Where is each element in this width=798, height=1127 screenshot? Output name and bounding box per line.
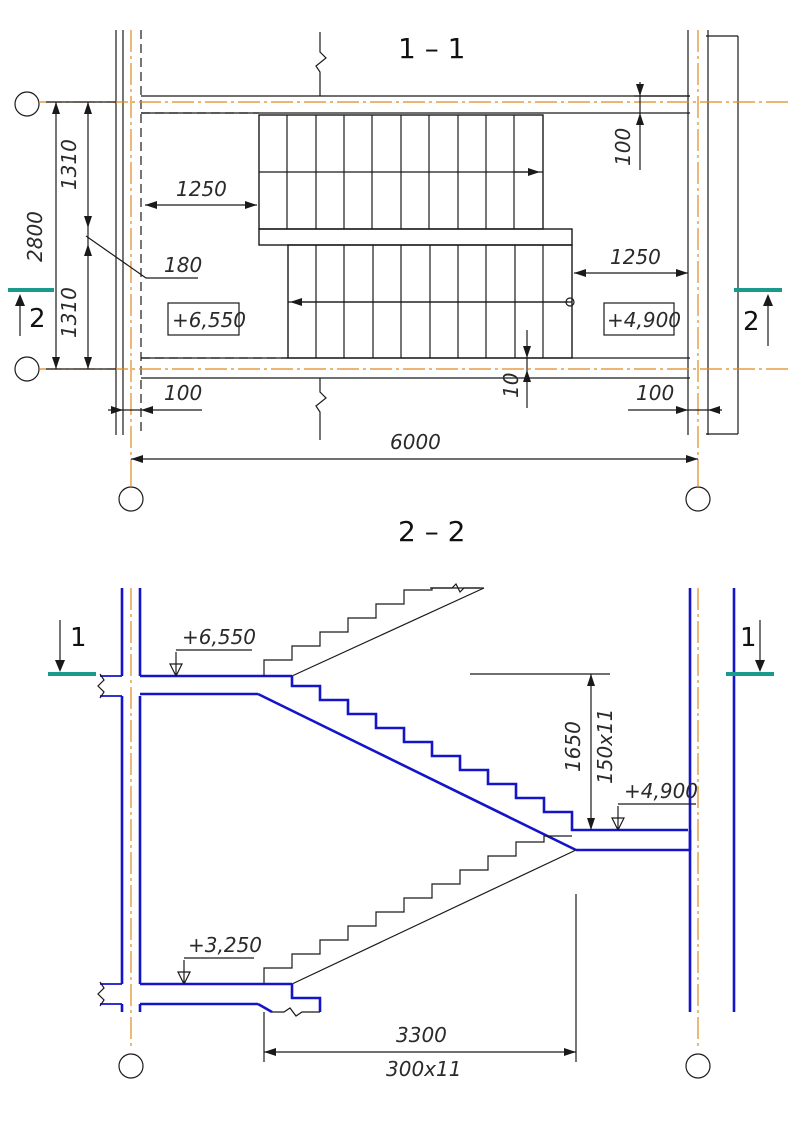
plan-axis-bubble-right bbox=[685, 486, 711, 512]
section-upper-slab bbox=[140, 674, 577, 852]
plan-right-wall bbox=[687, 30, 739, 480]
plan-dim-edge-right: 100 bbox=[636, 381, 674, 405]
svg-text:1: 1 bbox=[740, 623, 757, 653]
section-lower-slab bbox=[140, 982, 322, 1017]
section-dim-rise: 1650 bbox=[561, 721, 585, 772]
section-view: 2 – 2 bbox=[48, 515, 774, 1081]
section-axis-bubble-right bbox=[685, 1053, 711, 1079]
plan-title: 1 – 1 bbox=[398, 32, 465, 65]
plan-axis-bubble-top-left bbox=[14, 91, 40, 117]
section-dim-run-steps: 300x11 bbox=[386, 1057, 461, 1081]
section-mark-left: 1 bbox=[48, 620, 96, 676]
section-dim-run: 3300 bbox=[396, 1023, 447, 1047]
plan-level-left-box bbox=[167, 302, 240, 336]
section-level-mid: +4,900 bbox=[611, 779, 698, 831]
plan-axis-bubble-bottom-left bbox=[14, 356, 40, 382]
section-title: 2 – 2 bbox=[398, 515, 465, 548]
plan-level-right: +4,900 bbox=[607, 308, 681, 332]
plan-level-left: +6,550 bbox=[172, 308, 246, 332]
plan-dim-lower-flight: 1310 bbox=[57, 287, 81, 338]
plan-lower-flight bbox=[287, 244, 575, 359]
section-right-wall bbox=[688, 588, 736, 1050]
svg-text:1: 1 bbox=[70, 623, 87, 653]
plan-dim-wall-gap: 180 bbox=[164, 253, 202, 277]
plan-dim-height: 2800 bbox=[23, 211, 47, 262]
plan-view: 1 – 1 bbox=[8, 30, 790, 512]
section-left-wall bbox=[97, 588, 142, 1050]
plan-upper-flight bbox=[258, 114, 544, 230]
section-upper-flight-beyond bbox=[263, 587, 480, 676]
section-lower-flight-beyond bbox=[263, 835, 572, 984]
section-mid-landing bbox=[576, 830, 692, 852]
plan-dim-upper-flight: 1310 bbox=[57, 139, 81, 190]
plan-dim-edge-left: 100 bbox=[164, 381, 202, 405]
section-mark-right: 1 bbox=[726, 620, 774, 676]
section-dim-rise-steps: 150x11 bbox=[593, 709, 617, 784]
plan-level-right-box bbox=[603, 302, 675, 336]
plan-axis-bubble-left bbox=[118, 486, 144, 512]
plan-dim-mid-gap: 10 bbox=[499, 373, 523, 398]
plan-section-mark-left: 2 bbox=[8, 288, 54, 336]
plan-dim-gap-left: 1250 bbox=[176, 177, 227, 201]
plan-section-mark-right: 2 bbox=[734, 288, 782, 346]
plan-dim-width: 6000 bbox=[390, 430, 441, 454]
section-flight-down-steps bbox=[290, 676, 688, 832]
plan-dim-top-gap: 100 bbox=[611, 128, 635, 166]
section-level-lower: +3,250 bbox=[177, 933, 262, 985]
svg-text:2: 2 bbox=[29, 304, 46, 334]
section-level-upper: +6,550 bbox=[169, 625, 256, 677]
svg-text:+6,550: +6,550 bbox=[182, 625, 256, 649]
plan-dim-gap-right: 1250 bbox=[610, 245, 661, 269]
svg-text:+3,250: +3,250 bbox=[188, 933, 262, 957]
svg-text:2: 2 bbox=[743, 307, 760, 337]
svg-text:+4,900: +4,900 bbox=[624, 779, 698, 803]
plan-left-wall bbox=[115, 30, 142, 480]
plan-mid-landing bbox=[258, 228, 573, 246]
section-axis-bubble-left bbox=[118, 1053, 144, 1079]
